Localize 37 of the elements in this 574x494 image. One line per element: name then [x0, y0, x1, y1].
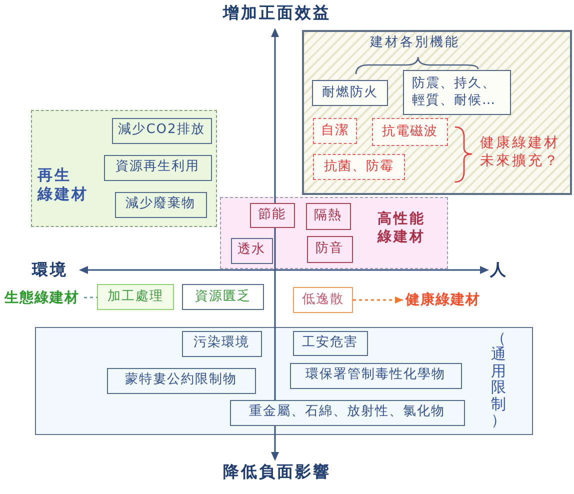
note-text: 健康綠建材未來擴充？	[480, 134, 561, 172]
label-box: 防音	[306, 236, 352, 262]
label-box: 減少CO2排放	[112, 118, 212, 144]
dashed-label-box: 自潔	[313, 118, 357, 144]
label-box: 蒙特婁公約限制物	[106, 368, 256, 394]
label-box: 污染環境	[182, 330, 262, 356]
vertical-label: （通用限制）	[490, 330, 507, 431]
label-box: 低逸散	[293, 287, 353, 313]
label-box: 環保署管制毒性化學物	[290, 362, 462, 388]
dashed-arrow	[353, 296, 403, 304]
axis-label: 降低負面影響	[222, 462, 332, 483]
group-label: 高性能綠建材	[378, 210, 426, 247]
label-box: 資源匱乏	[182, 284, 264, 310]
panel-heading: 建材各別機能	[369, 35, 461, 52]
label-box: 工安危害	[292, 330, 368, 356]
category-label: 健康綠建材	[403, 291, 483, 309]
dashed-label-box: 抗電磁波	[372, 118, 448, 146]
group-panel	[31, 110, 217, 227]
label-box: 資源再生利用	[104, 154, 212, 180]
label-box: 減少廢棄物	[114, 192, 206, 218]
axis-label: 增加正面效益	[222, 3, 332, 24]
label-box: 透水	[230, 238, 272, 264]
group-label: 再生綠建材	[38, 166, 90, 205]
group-panel	[35, 327, 533, 435]
hatched-panel	[302, 30, 572, 195]
dotted-line	[84, 296, 97, 298]
dashed-label-box: 抗菌、防霉	[313, 154, 405, 180]
category-label: 生態綠建材	[0, 289, 84, 307]
label-box: 防震、持久、輕質、耐候…	[403, 70, 511, 115]
label-box: 隔熱	[306, 202, 350, 230]
label-box: 耐燃防火	[312, 80, 388, 106]
group-panel	[220, 197, 448, 269]
axis-label: 人	[490, 260, 508, 281]
axis-label: 環境	[30, 260, 69, 281]
label-box: 加工處理	[97, 284, 174, 310]
label-box: 重金屬、石綿、放射性、氯化物	[230, 400, 464, 426]
label-box: 節能	[250, 202, 294, 228]
